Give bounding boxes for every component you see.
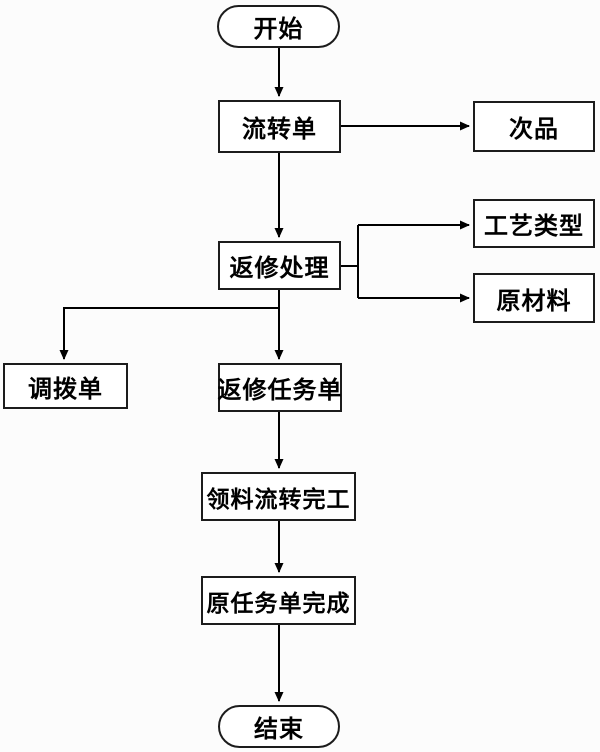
node-rework-task-order: 返修任务单: [218, 363, 342, 412]
node-allocation-order: 调拨单: [3, 363, 128, 409]
node-original-task-completed: 原任务单完成: [201, 576, 356, 625]
node-transfer-order: 流转单: [218, 100, 341, 153]
node-start: 开始: [217, 5, 340, 48]
node-end: 结束: [218, 705, 340, 748]
node-rework-processing: 返修处理: [218, 241, 341, 290]
node-material-transfer-completion: 领料流转完工: [201, 472, 356, 521]
node-defective-product: 次品: [473, 101, 595, 152]
node-process-type: 工艺类型: [473, 199, 595, 248]
node-raw-material: 原材料: [473, 273, 595, 323]
